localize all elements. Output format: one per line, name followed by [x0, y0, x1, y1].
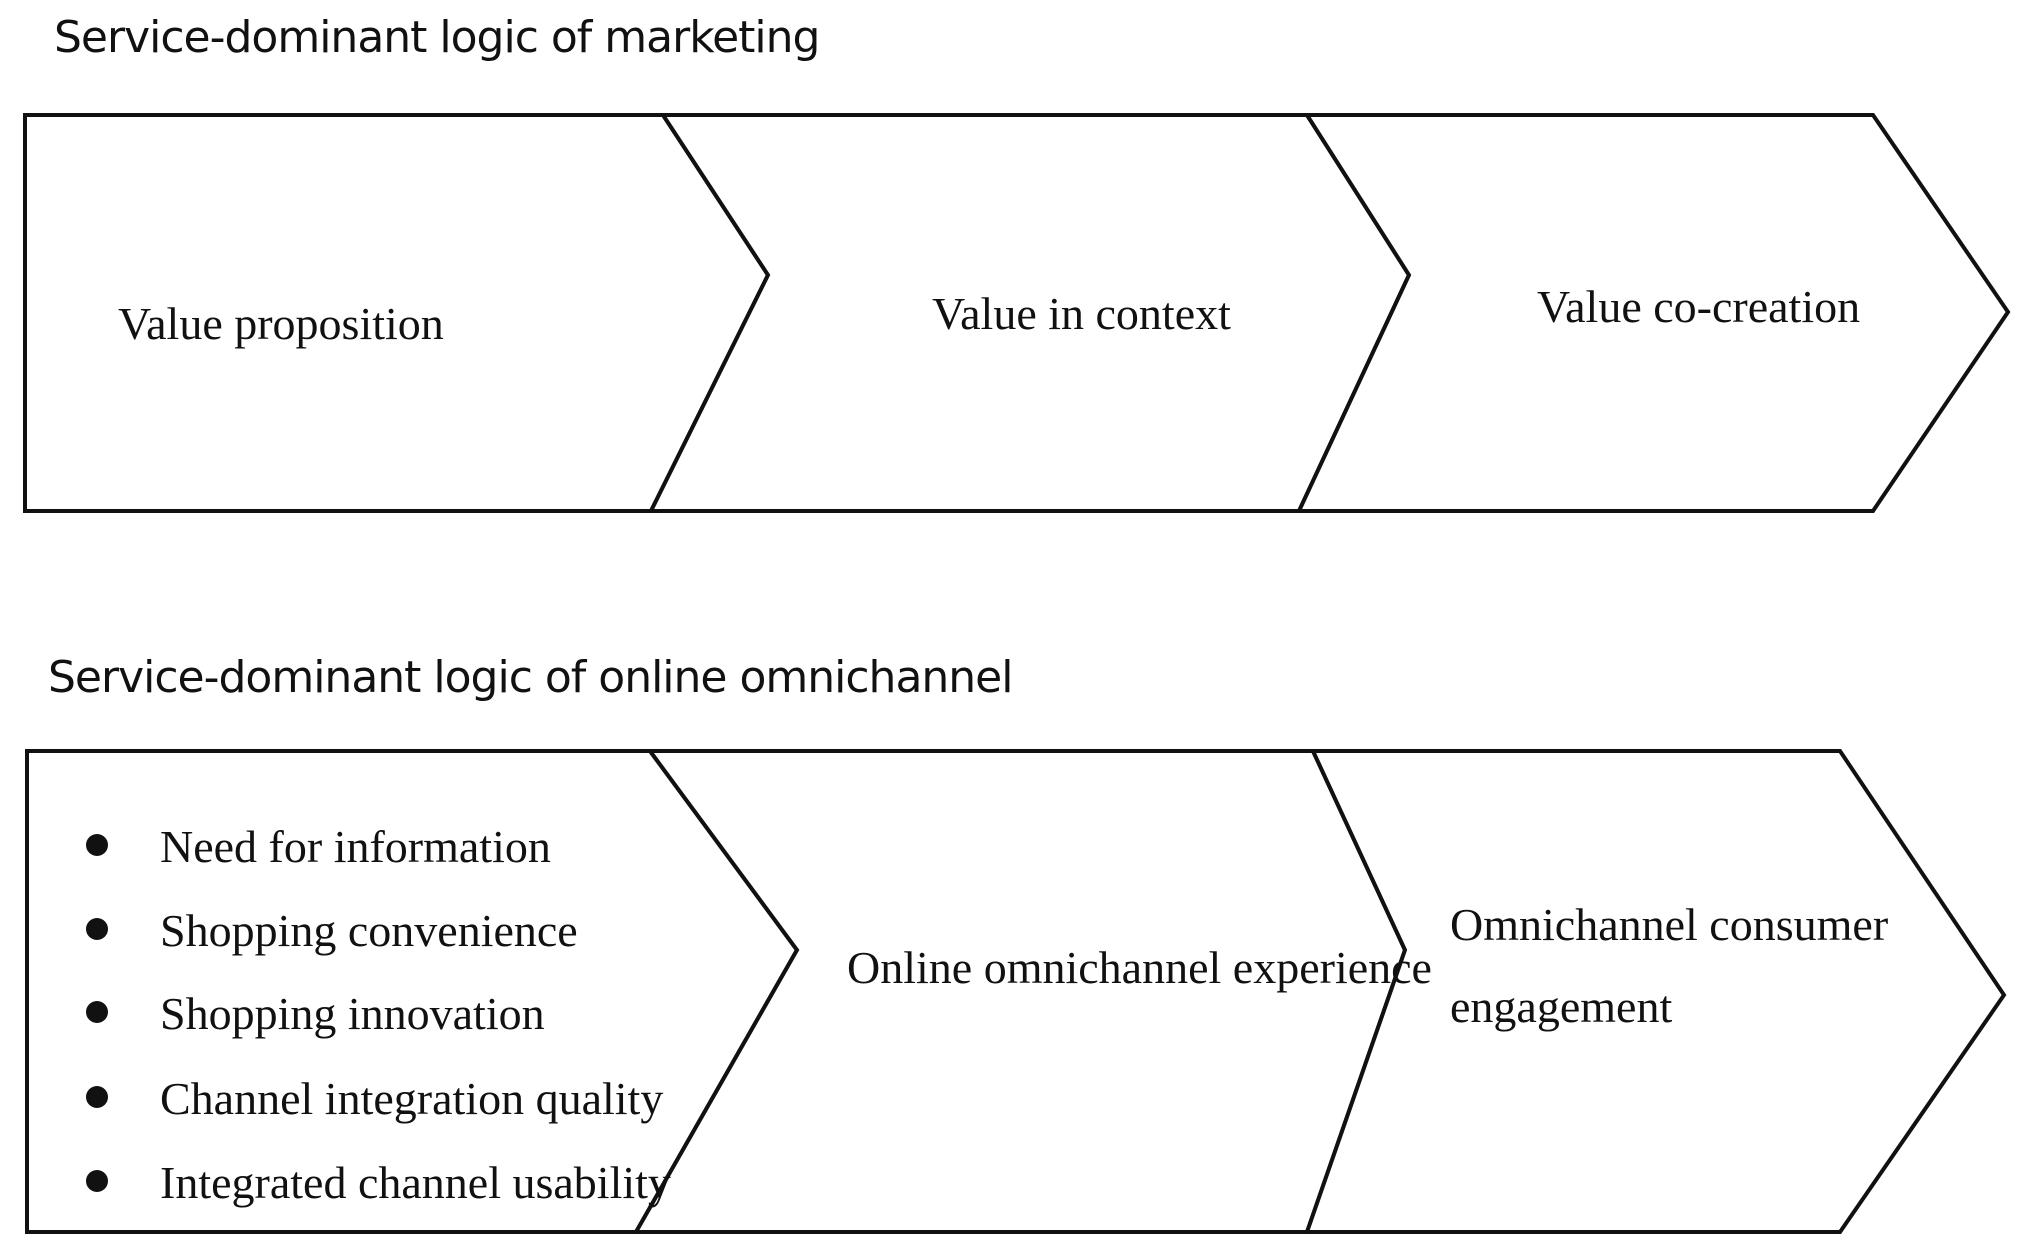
bullet-item-shopping-convenience: Shopping convenience: [160, 905, 578, 956]
bullet-dot: [86, 1001, 108, 1023]
top-section-title: Service-dominant logic of marketing: [54, 12, 820, 63]
bullet-item-integrated-channel-usability: Integrated channel usability: [160, 1157, 671, 1208]
bullet-dot: [86, 1086, 108, 1108]
bullet-dot: [86, 834, 108, 856]
step-label-value-co-creation: Value co-creation: [1537, 281, 1860, 332]
step-label-value-proposition: Value proposition: [118, 298, 444, 349]
bullet-item-need-for-information: Need for information: [160, 821, 551, 872]
step-label-consumer-engagement-line1: Omnichannel consumer: [1450, 899, 1888, 950]
bullet-item-shopping-innovation: Shopping innovation: [160, 988, 545, 1039]
bottom-section-title: Service-dominant logic of online omnicha…: [48, 652, 1013, 703]
step-label-value-in-context: Value in context: [932, 288, 1231, 339]
step-label-consumer-engagement-line2: engagement: [1450, 981, 1672, 1032]
bullet-dot: [86, 918, 108, 940]
step-label-online-omnichannel-experience: Online omnichannel experience: [847, 942, 1432, 993]
chevron-consumer-engagement: [1304, 749, 2007, 1234]
chevron-value-co-creation: [1295, 113, 2011, 513]
bullet-item-channel-integration-quality: Channel integration quality: [160, 1073, 663, 1124]
bullet-dot: [86, 1170, 108, 1192]
